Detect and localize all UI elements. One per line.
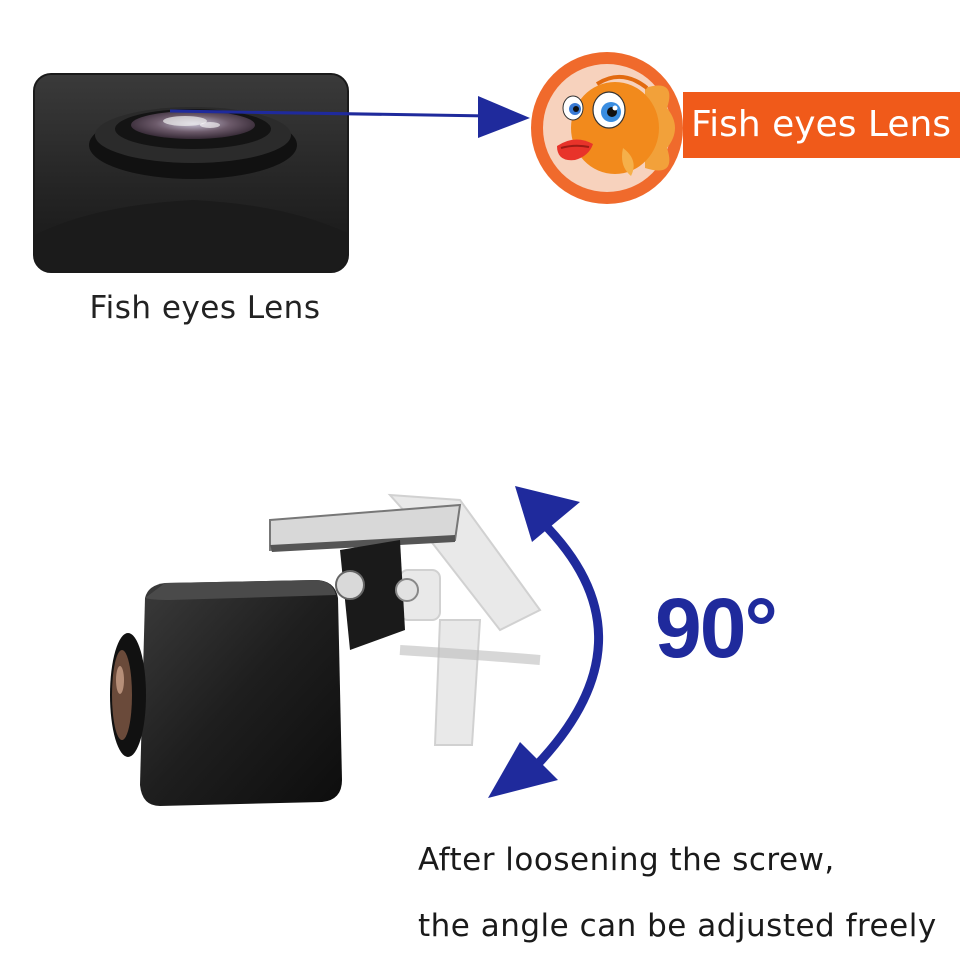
pointer-arrow-icon bbox=[169, 96, 530, 138]
angle-label: 90° bbox=[655, 581, 778, 675]
lens-caption: Fish eyes Lens bbox=[89, 290, 321, 326]
fish-eyes-banner: Fish eyes Lens bbox=[683, 92, 960, 158]
rotation-arrow-icon bbox=[480, 480, 660, 800]
instruction-line-2: the angle can be adjusted freely bbox=[418, 908, 937, 944]
cartoon-fish-icon bbox=[527, 48, 687, 208]
lens-closeup-image bbox=[33, 73, 349, 273]
instruction-line-1: After loosening the screw, bbox=[418, 842, 835, 878]
camera-illustration bbox=[100, 480, 560, 820]
